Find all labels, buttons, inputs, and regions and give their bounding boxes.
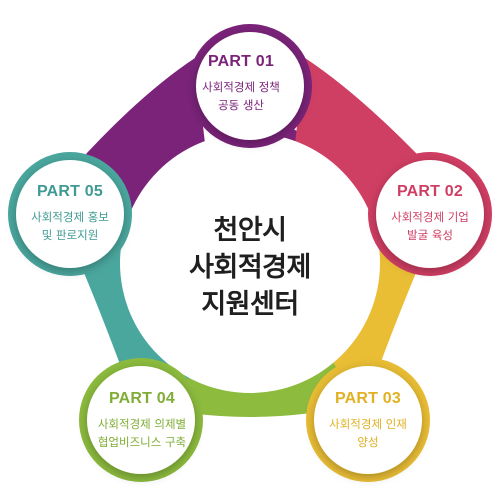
part-04-title: PART 04: [108, 390, 175, 407]
part-01-desc-line2: 공동 생산: [218, 98, 264, 112]
part-04-desc-line1: 사회적경제 의제별: [97, 417, 187, 431]
part-01-label: PART 01 사회적경제 정책 공동 생산: [171, 52, 311, 114]
part-02-label: PART 02 사회적경제 기업 발굴 육성: [360, 182, 500, 244]
center-circle: [120, 133, 380, 393]
part-nodes: [8, 24, 492, 482]
center-title-line3: 지원센터: [201, 289, 299, 320]
node-part-02: [368, 152, 492, 276]
part-05-desc-line1: 사회적경제 홍보: [31, 210, 109, 224]
node-part-05: [8, 152, 132, 276]
part-03-label: PART 03 사회적경제 인재 양성: [298, 389, 438, 451]
part-02-desc-line1: 사회적경제 기업: [391, 210, 469, 224]
part-05-desc-line2: 및 판로지원: [41, 228, 99, 242]
part-03-title: PART 03: [334, 390, 401, 407]
part-03-desc-line2: 양성: [357, 435, 379, 449]
part-05-title: PART 05: [36, 183, 103, 200]
part-04-label: PART 04 사회적경제 의제별 협업비즈니스 구축: [72, 389, 212, 451]
center-title: 천안시 사회적경제 지원센터: [150, 212, 350, 323]
center-title-line1: 천안시: [213, 215, 287, 246]
part-01-title: PART 01: [207, 53, 274, 70]
part-01-desc-line1: 사회적경제 정책: [202, 80, 280, 94]
node-part-01: [188, 24, 312, 148]
part-02-desc-line2: 발굴 육성: [407, 228, 453, 242]
node-part-04: [79, 358, 203, 482]
part-02-title: PART 02: [396, 183, 463, 200]
part-05-label: PART 05 사회적경제 홍보 및 판로지원: [0, 182, 140, 244]
center-title-line2: 사회적경제: [189, 252, 311, 283]
part-04-desc-line2: 협업비즈니스 구축: [97, 435, 187, 449]
part-03-desc-line1: 사회적경제 인재: [329, 417, 407, 431]
node-part-03: [306, 358, 430, 482]
